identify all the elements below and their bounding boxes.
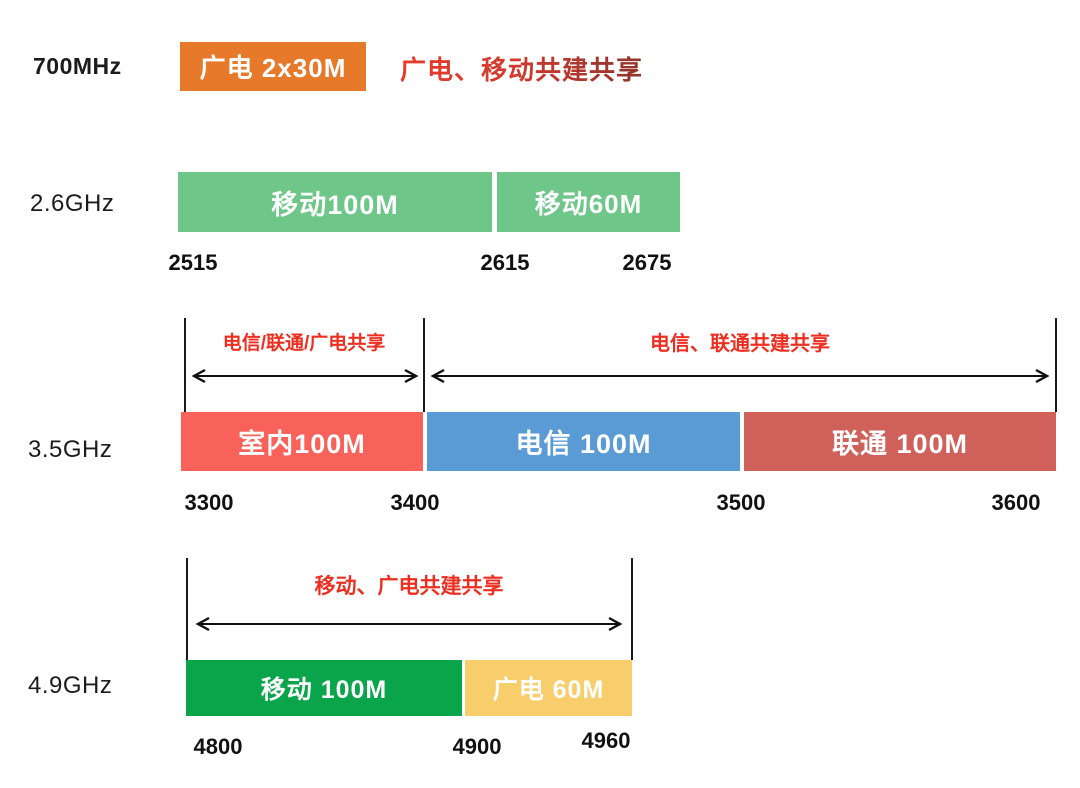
boundary-line-4960 — [631, 558, 633, 660]
band-label-4-9ghz: 4.9GHz — [28, 672, 113, 699]
spectrum-block-guangdian-60m-49: 广电 60M — [465, 660, 632, 716]
tick-3300: 3300 — [184, 490, 234, 515]
spectrum-block-guangdian-2x30m: 广电 2x30M — [180, 42, 366, 91]
sharing-annotation-indoor: 电信/联通/广电共享 — [222, 333, 386, 354]
spectrum-block-label: 移动100M — [271, 189, 399, 220]
spectrum-block-label: 联通 100M — [831, 429, 969, 459]
tick-2515: 2515 — [168, 250, 218, 275]
sharing-annotation-telecom-unicom: 电信、联通共建共享 — [650, 333, 830, 355]
tick-3400: 3400 — [390, 490, 440, 515]
spectrum-block-label: 移动60M — [534, 188, 643, 219]
sharing-annotation-yidong-guangdian: 移动、广电共建共享 — [314, 575, 504, 598]
double-arrow-icon — [191, 368, 419, 384]
tick-2615: 2615 — [480, 250, 530, 275]
band-row-3-5ghz: 电信/联通/广电共享 电信、联通共建共享 3.5GHz 室内100M 电信 10… — [0, 318, 1080, 528]
band-label-3-5ghz: 3.5GHz — [28, 436, 113, 463]
tick-4800: 4800 — [193, 734, 243, 759]
tick-2675: 2675 — [622, 250, 672, 275]
tick-4900: 4900 — [452, 734, 502, 759]
sharing-note-700mhz: 广电、移动共建共享 — [400, 50, 643, 87]
boundary-line-3300 — [184, 318, 186, 412]
spectrum-block-label: 广电 2x30M — [199, 53, 347, 83]
boundary-line-3600 — [1055, 318, 1057, 412]
spectrum-block-yidong-100m-26: 移动100M — [178, 172, 492, 232]
double-arrow-icon — [430, 368, 1050, 384]
spectrum-block-label: 广电 60M — [492, 676, 605, 704]
spectrum-block-dianxin-100m: 电信 100M — [427, 412, 740, 471]
spectrum-block-yidong-100m-49: 移动 100M — [186, 660, 462, 716]
spectrum-block-label: 电信 100M — [515, 429, 652, 459]
band-row-4-9ghz: 移动、广电共建共享 4.9GHz 移动 100M 广电 60M 4800 490… — [0, 558, 1080, 788]
band-label-2-6ghz: 2.6GHz — [30, 190, 115, 217]
boundary-line-3400 — [423, 318, 425, 412]
tick-3600: 3600 — [991, 490, 1041, 515]
tick-4960: 4960 — [581, 728, 631, 753]
spectrum-block-liantong-100m: 联通 100M — [744, 412, 1056, 471]
boundary-line-4800 — [186, 558, 188, 660]
double-arrow-icon — [195, 616, 623, 632]
spectrum-block-label: 室内100M — [238, 429, 366, 459]
band-row-2-6ghz: 2.6GHz 移动100M 移动60M 2515 2615 2675 — [0, 160, 1080, 290]
spectrum-block-shinei-100m: 室内100M — [181, 412, 423, 471]
spectrum-block-yidong-60m-26: 移动60M — [497, 172, 680, 232]
spectrum-block-label: 移动 100M — [260, 676, 388, 704]
tick-3500: 3500 — [716, 490, 766, 515]
band-label-700mhz: 700MHz — [33, 53, 122, 79]
band-row-700mhz: 700MHz 广电 2x30M 广电、移动共建共享 — [0, 0, 1080, 120]
